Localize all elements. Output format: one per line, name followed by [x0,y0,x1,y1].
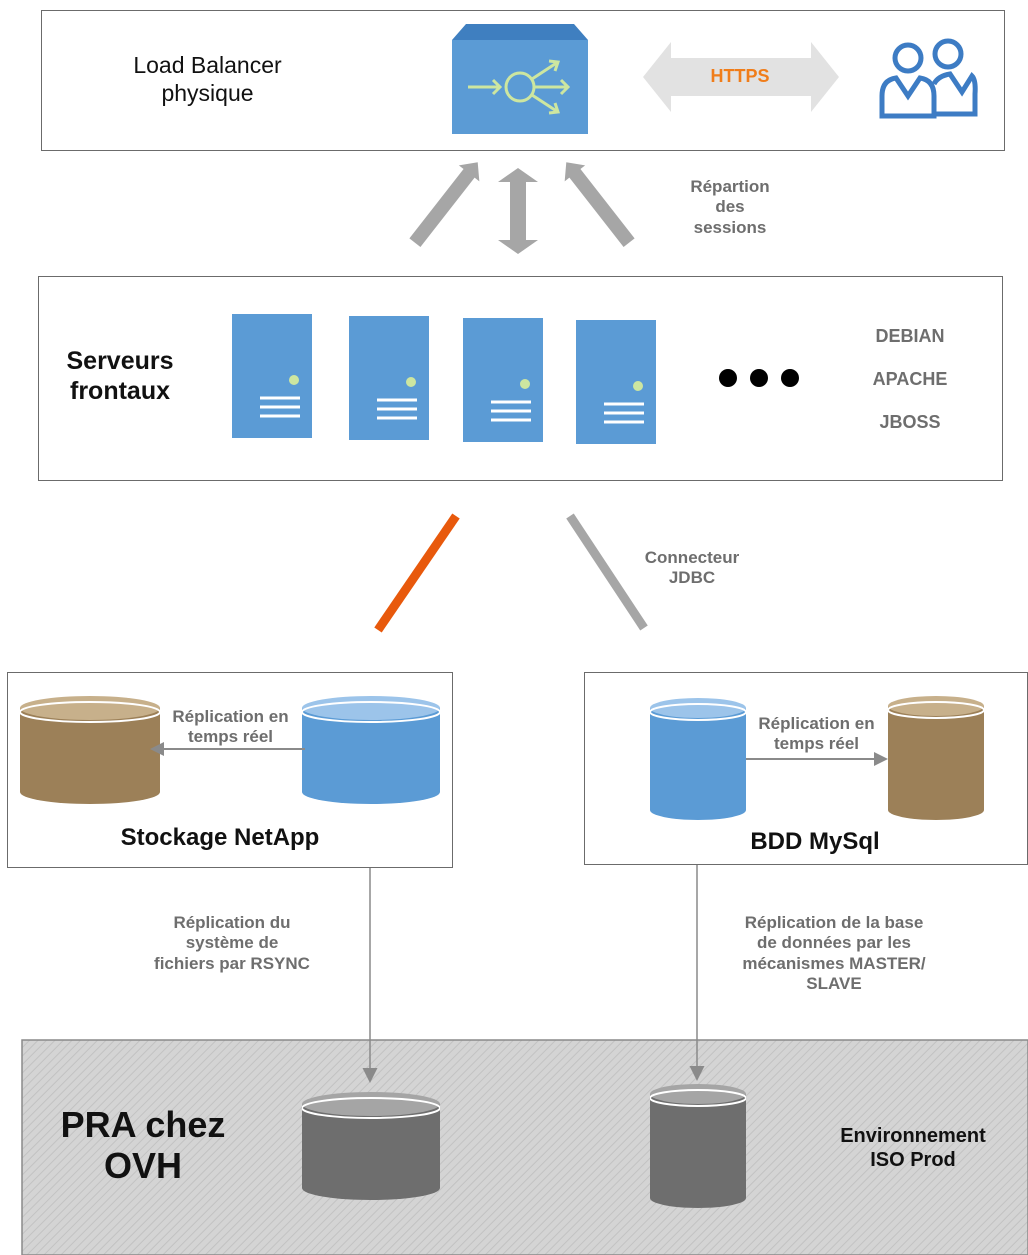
https-label: HTTPS [710,66,770,86]
pra-environment-line2: ISO Prod [870,1149,956,1171]
rsync-label-line2: système de [185,933,279,953]
pra-environment-line1: Environnement [840,1125,986,1147]
mysql-replication-label: Réplication en temps réel [744,714,889,755]
server-icon [576,320,656,444]
load-balancer-title-line1: Load Balancer [133,52,282,78]
server-icon [463,318,543,442]
server-icon [349,316,429,440]
storage-link [374,513,460,633]
master-slave-label-line2: de données par les [757,933,911,953]
session-arrow-center [498,168,538,254]
pra-zone [21,1039,1028,1255]
frontend-title: Serveurs frontaux [50,346,190,406]
pra-files-db-icon [302,1092,440,1200]
pra-title-line1: PRA chez [60,1104,226,1145]
sessions-label-line3: sessions [693,217,767,237]
netapp-replica-db-icon [20,696,160,804]
mysql-replication-line1: Réplication en [758,714,875,733]
sessions-label-line1: Répartion [690,177,770,196]
master-slave-label-line4: SLAVE [806,974,862,994]
jdbc-label-line1: Connecteur [644,548,740,567]
jdbc-label: Connecteur JDBC [622,548,762,589]
load-balancer-title-line2: physique [161,79,254,106]
https-arrow [643,42,839,112]
netapp-primary-db-icon [302,696,440,804]
session-arrows [409,162,635,254]
stack-apache: APACHE [872,369,948,389]
rsync-label-line3: fichiers par RSYNC [154,953,310,973]
sessions-label-line2: des [715,197,745,217]
pra-title: PRA chez OVH [48,1104,238,1187]
frontend-title-line2: frontaux [70,377,170,405]
mysql-title: BDD MySql [750,828,880,855]
mysql-primary-db-icon [650,698,746,820]
master-slave-label-line3: mécanismes MASTER/ [742,953,926,973]
netapp-replication-arrow [150,742,305,756]
jdbc-link [566,513,648,631]
rsync-label-line1: Réplication du [173,913,291,932]
pra-environment-label: Environnement ISO Prod [818,1124,1008,1172]
stack-jboss: JBOSS [879,412,941,432]
load-balancer-icon [452,24,588,134]
ellipsis-icon [719,369,799,387]
jdbc-label-line2: JDBC [668,568,716,588]
netapp-replication-line2: temps réel [187,727,274,747]
rsync-label: Réplication du système de fichiers par R… [132,913,332,974]
netapp-title: Stockage NetApp [120,824,320,851]
mysql-replication-line2: temps réel [773,734,860,754]
frontend-title-line1: Serveurs [66,347,174,375]
netapp-replication-label: Réplication en temps réel [158,707,303,748]
stack-debian: DEBIAN [875,326,945,346]
netapp-replication-line1: Réplication en [172,707,289,726]
mysql-replica-db-icon [888,696,984,820]
users-icon [879,38,978,119]
master-slave-label-line1: Réplication de la base [744,913,924,932]
session-arrow-right [564,162,635,247]
load-balancer-title: Load Balancer physique [100,52,315,107]
sessions-label: Répartion des sessions [660,177,800,238]
server-icon [232,314,312,438]
master-slave-label: Réplication de la base de données par le… [718,913,950,995]
mysql-replication-arrow [746,752,888,766]
session-arrow-left [409,162,480,247]
pra-database-db-icon [650,1084,746,1208]
pra-title-line2: OVH [103,1145,182,1187]
